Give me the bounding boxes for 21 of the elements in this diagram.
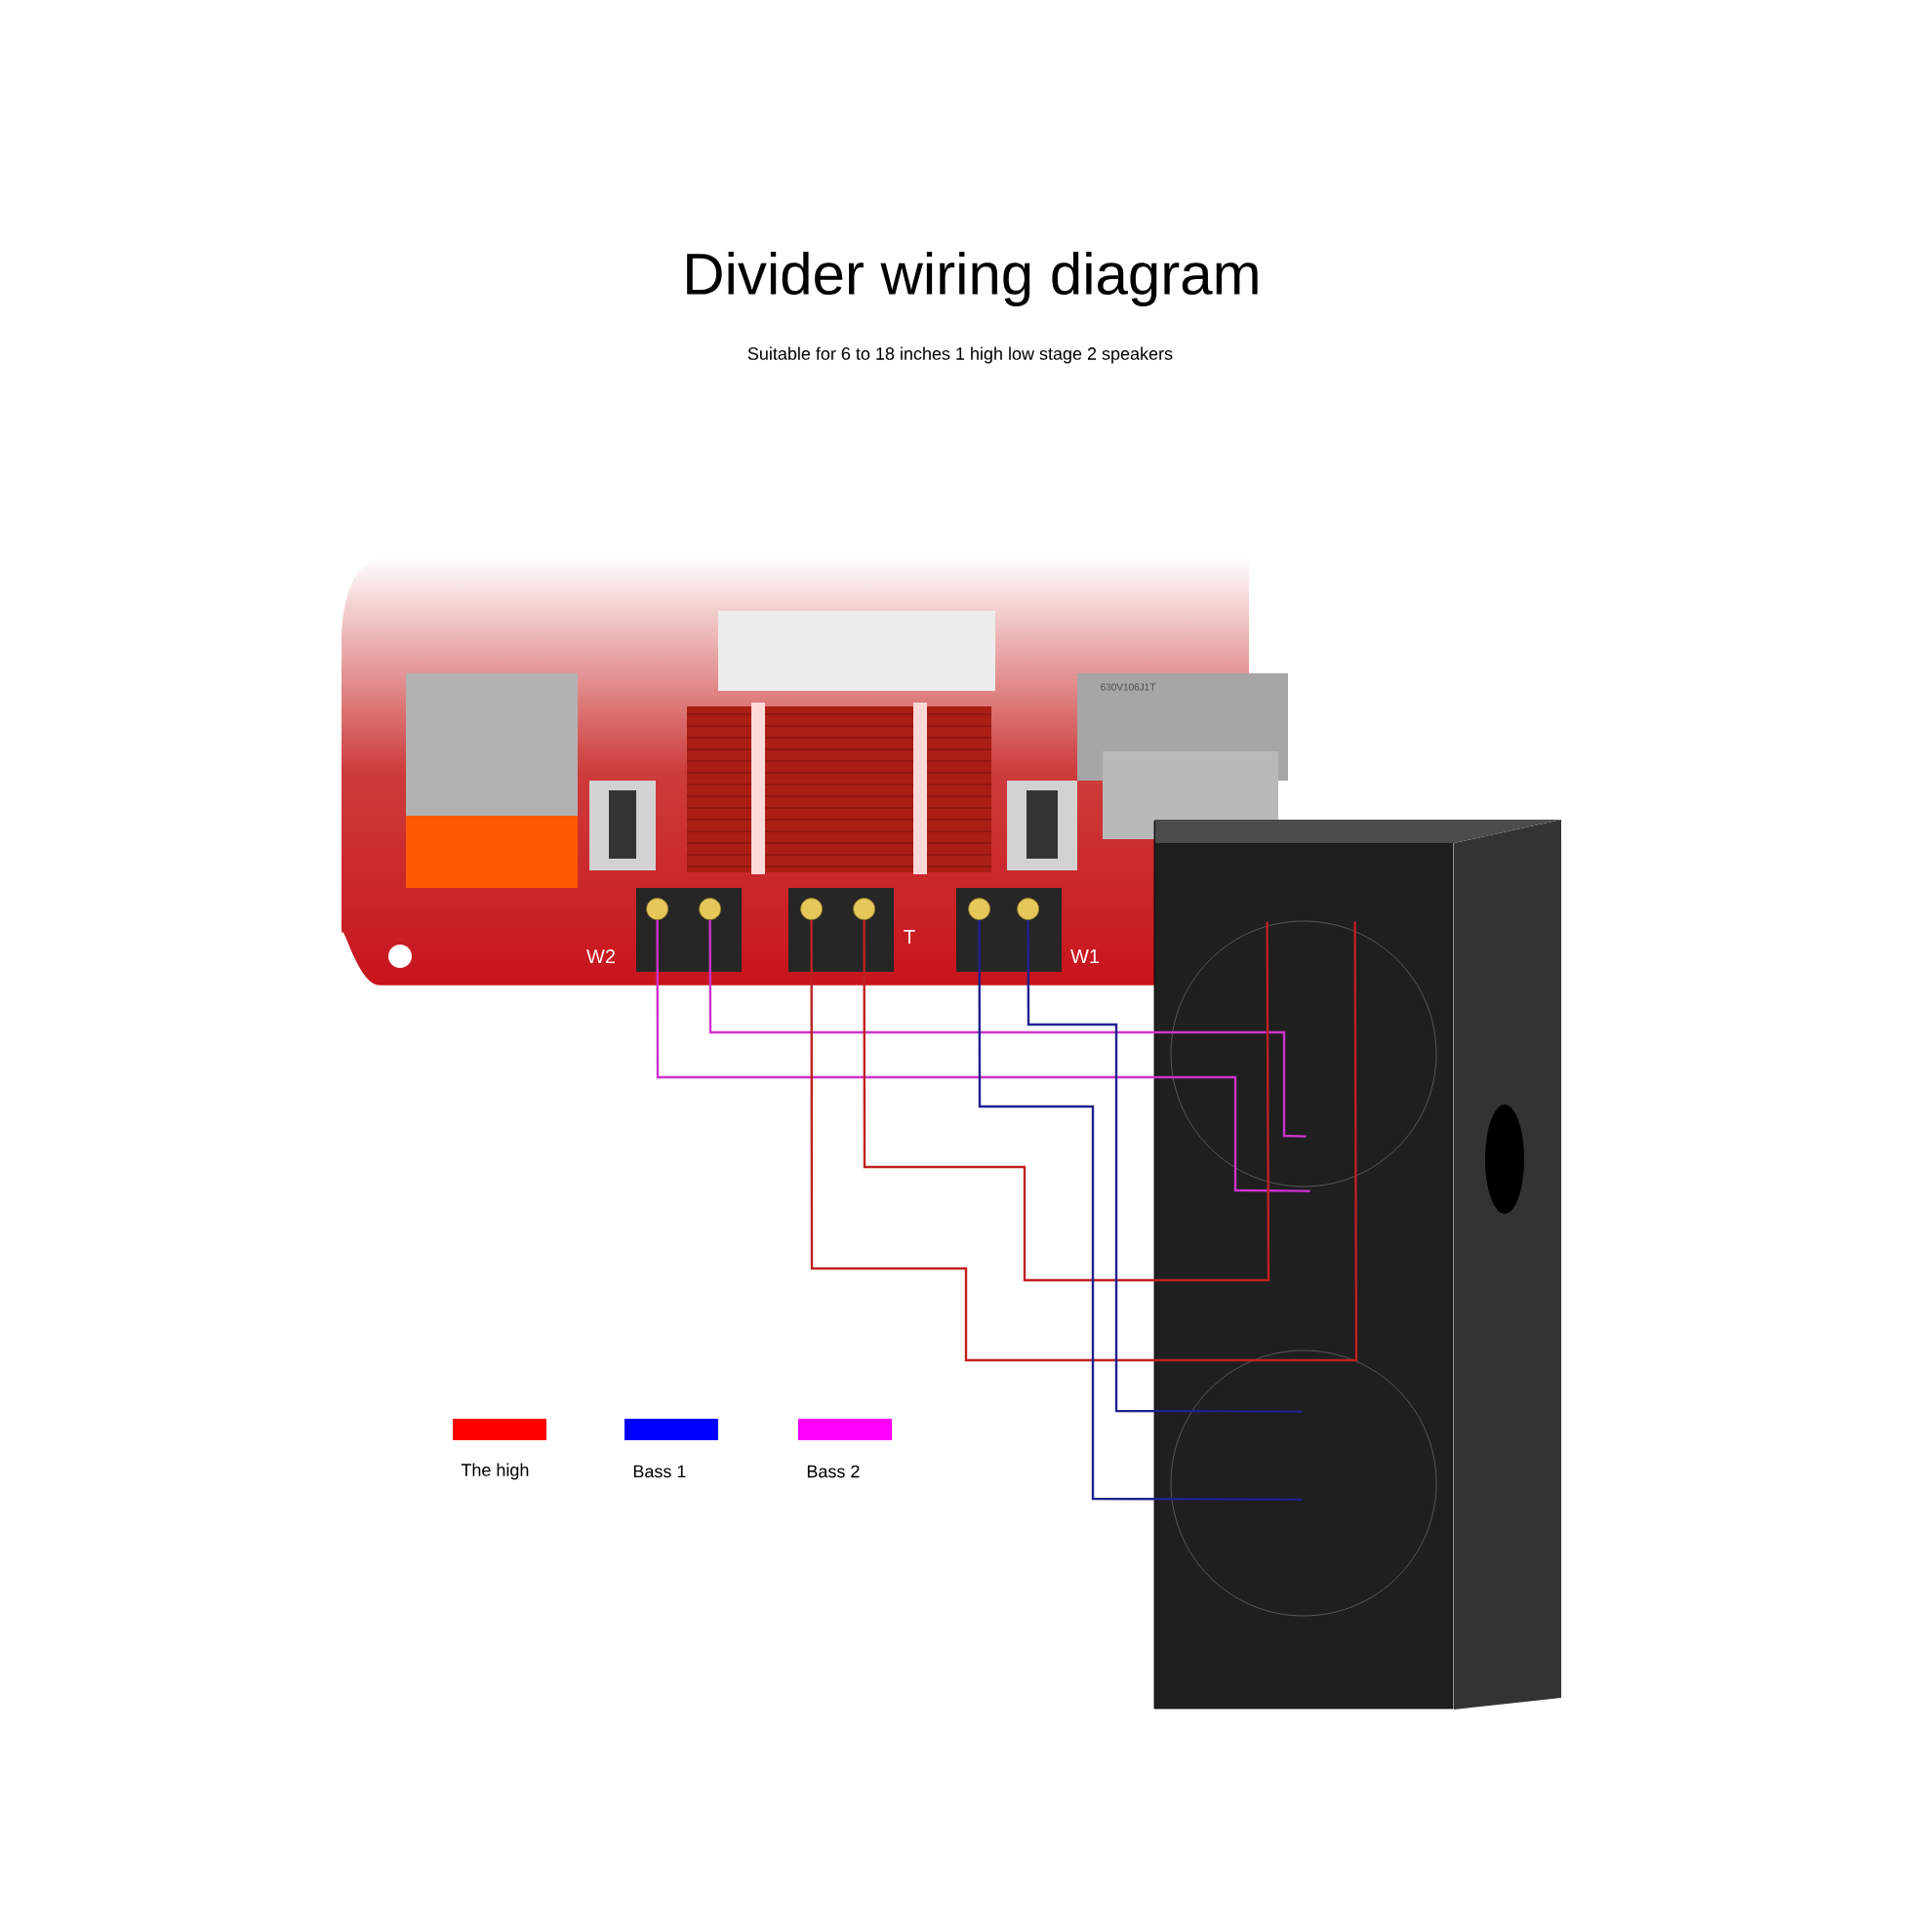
title: Divider wiring diagram bbox=[687, 252, 1258, 306]
wire bbox=[863, 920, 1270, 1282]
legend-label: Bass 2 bbox=[807, 1465, 860, 1478]
screw-terminal bbox=[853, 898, 875, 920]
screw-terminal bbox=[646, 898, 668, 920]
screw-terminal bbox=[699, 898, 721, 920]
terminal-label: T bbox=[904, 930, 915, 944]
screw-terminal bbox=[800, 898, 823, 920]
terminal-label: W2 bbox=[586, 949, 615, 963]
terminal-label: W1 bbox=[1070, 949, 1100, 963]
wire bbox=[978, 920, 1303, 1501]
wire bbox=[810, 920, 1358, 1362]
speaker-cabinet-drawing bbox=[1153, 820, 1561, 1710]
screw-terminal bbox=[968, 898, 990, 920]
subtitle: Suitable for 6 to 18 inches 1 high low stage 2 speakers bbox=[747, 346, 1173, 364]
screw-terminal bbox=[1017, 898, 1039, 920]
wire bbox=[708, 920, 1307, 1138]
wire bbox=[1026, 920, 1303, 1413]
legend-label: The high bbox=[461, 1463, 529, 1480]
wire bbox=[656, 920, 1310, 1192]
legend-label: Bass 1 bbox=[633, 1465, 686, 1478]
